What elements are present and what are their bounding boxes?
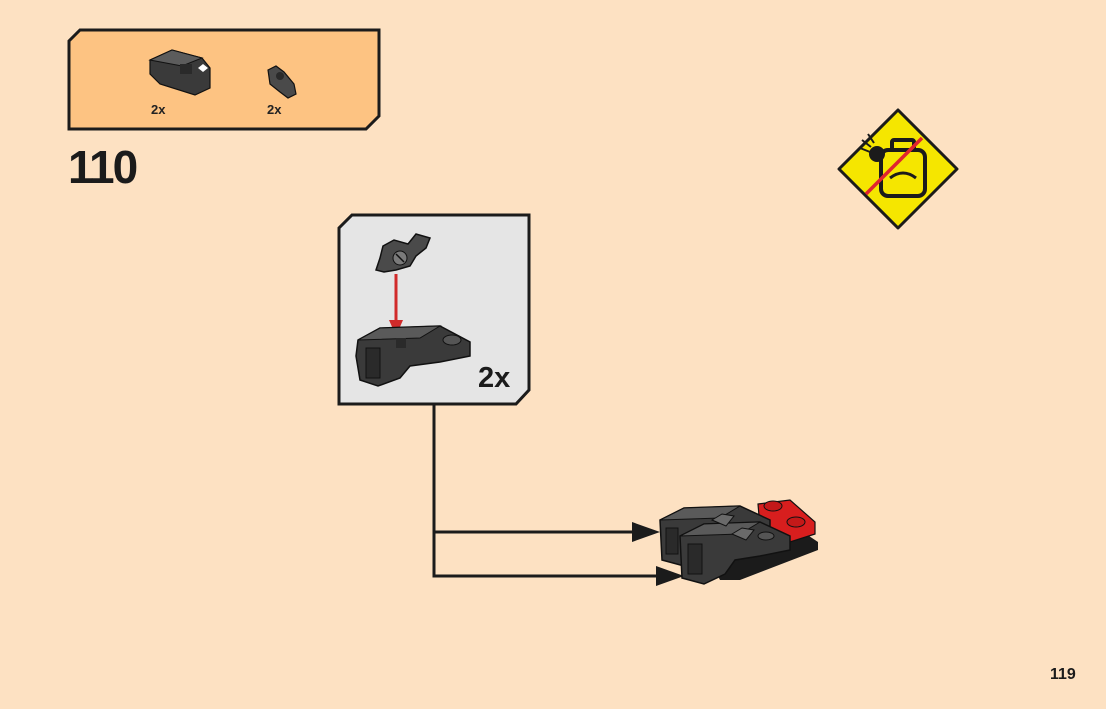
parts-list-callout bbox=[67, 28, 381, 131]
clip-piece-icon bbox=[375, 233, 432, 273]
clip-piece-icon bbox=[267, 65, 297, 99]
bracket-brick-icon bbox=[148, 49, 211, 96]
arrow-right-icon bbox=[656, 566, 684, 586]
part-quantity-1: 2x bbox=[151, 102, 166, 117]
bracket-brick-icon bbox=[355, 325, 471, 387]
page-number: 119 bbox=[1050, 666, 1076, 683]
arrow-right-icon bbox=[632, 522, 660, 542]
step-number: 110 bbox=[68, 141, 138, 193]
subassembly-quantity: 2x bbox=[478, 362, 511, 394]
part-quantity-2: 2x bbox=[267, 102, 282, 117]
